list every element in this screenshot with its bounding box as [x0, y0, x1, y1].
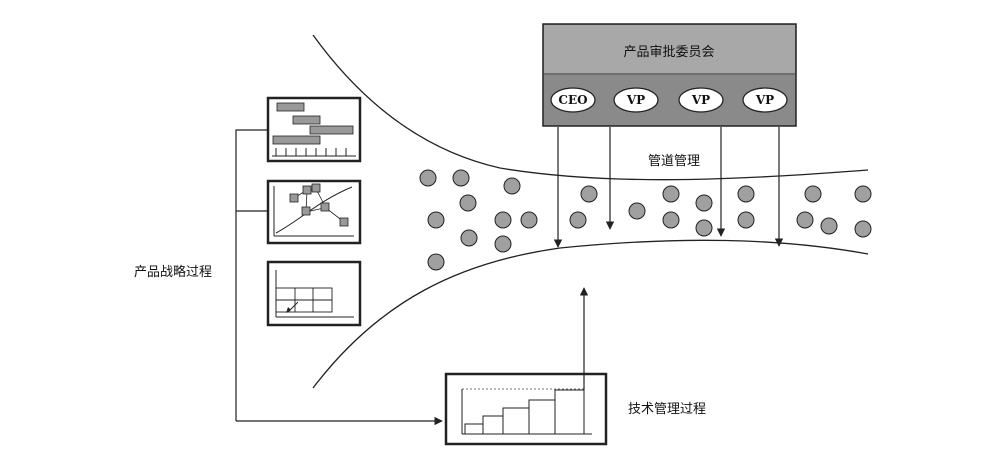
project-circle	[520, 211, 538, 229]
project-circle	[662, 211, 680, 229]
project-circle	[695, 219, 713, 237]
pipeline-project-circles	[419, 169, 872, 271]
strategy-connector	[235, 129, 443, 426]
project-circle	[628, 202, 646, 220]
project-circle	[452, 169, 470, 187]
funnel-upper-curve	[312, 34, 869, 181]
member-vp3-label: VP	[755, 93, 774, 107]
project-circle	[737, 185, 755, 203]
project-circle	[580, 185, 598, 203]
member-vp2-oval	[678, 87, 724, 113]
strategy-label: 产品战略过程	[134, 264, 212, 280]
member-ceo-label: CEO	[558, 93, 587, 107]
project-circle	[796, 211, 814, 229]
committee-decision-arrows	[553, 127, 784, 248]
project-circle	[494, 211, 512, 229]
member-vp1-label: VP	[626, 93, 645, 107]
project-circle	[820, 217, 838, 235]
gantt-thumbnail	[266, 96, 362, 163]
project-circle	[460, 229, 478, 247]
funnel-lower-curve	[312, 239, 869, 389]
project-circle	[804, 185, 822, 203]
tech-label: 技术管理过程	[628, 402, 706, 417]
project-circle	[494, 235, 512, 253]
tech-process-box	[444, 372, 608, 446]
member-vp1-oval	[613, 87, 659, 113]
committee-title: 产品审批委员会	[623, 45, 714, 60]
project-circle	[419, 169, 437, 187]
project-circle	[427, 253, 445, 271]
scatter-thumbnail	[266, 179, 362, 245]
member-vp3-oval	[742, 87, 788, 113]
project-circle	[695, 194, 713, 212]
project-circle	[427, 211, 445, 229]
project-circle	[662, 185, 680, 203]
project-circle	[737, 211, 755, 229]
project-circle	[459, 194, 477, 212]
project-circle	[503, 177, 521, 195]
project-circle	[854, 220, 872, 238]
approval-committee: 产品审批委员会 CEO VP VP VP	[542, 23, 797, 127]
grid-thumbnail	[266, 260, 362, 327]
project-circle	[569, 211, 587, 229]
pipeline-label: 管道管理	[648, 154, 700, 169]
member-vp2-label: VP	[691, 93, 710, 107]
project-circle	[854, 185, 872, 203]
member-ceo-oval	[550, 87, 596, 113]
